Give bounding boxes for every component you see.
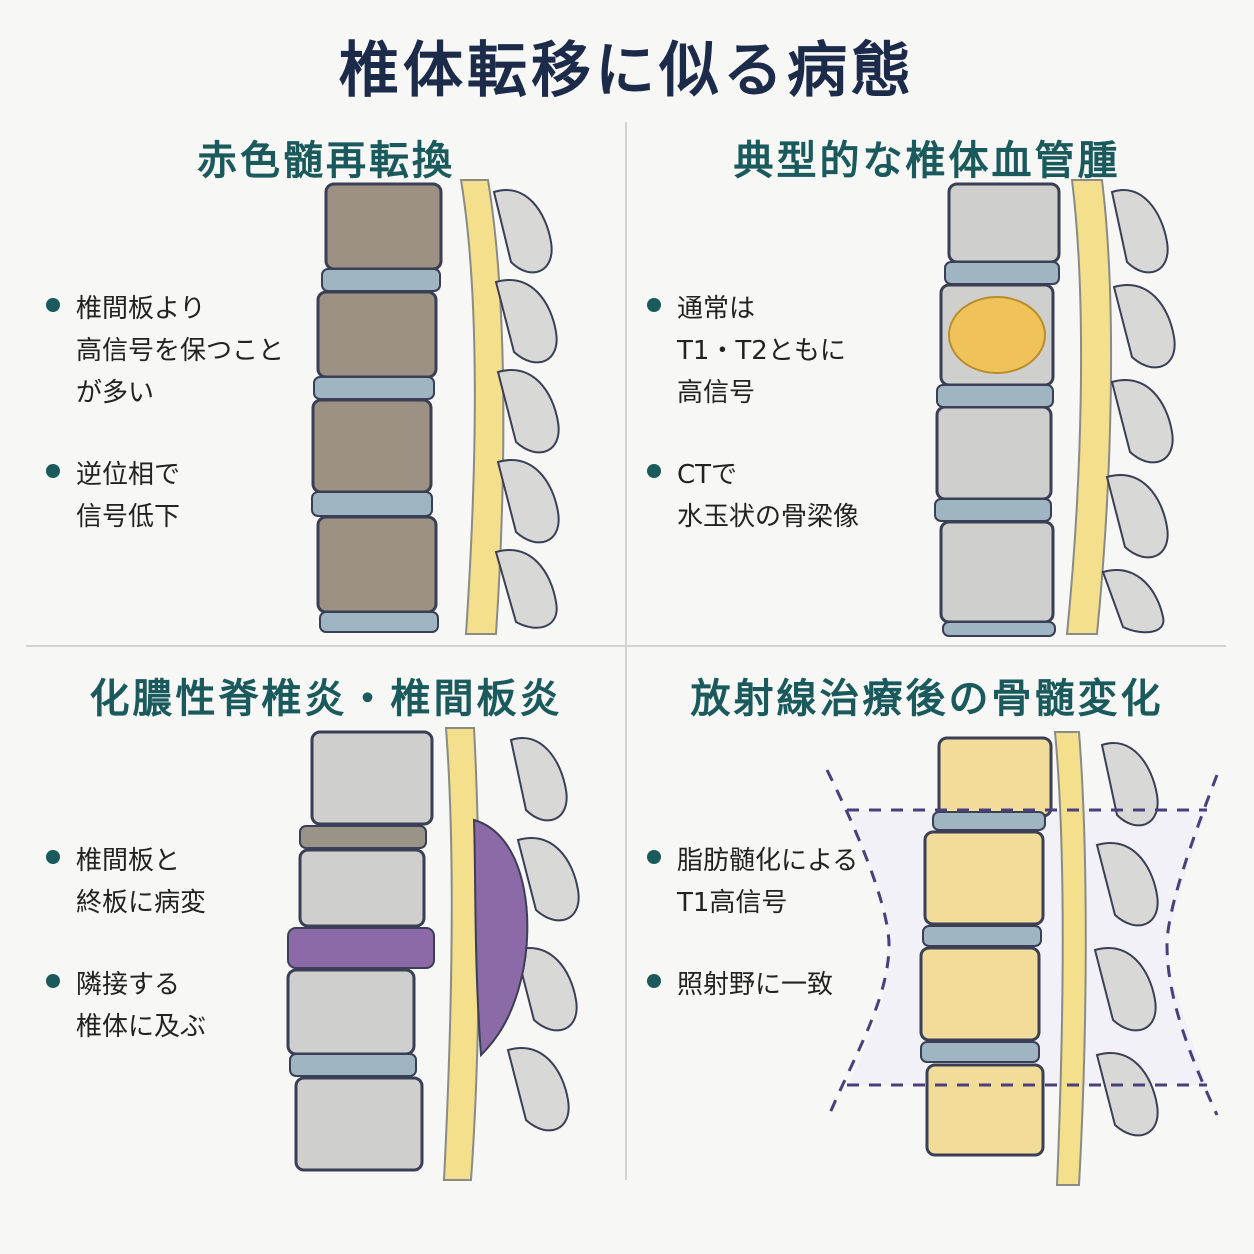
panel-vertebral-hemangioma: 典型的な椎体血管腫 通常は T1・T2ともに 高信号 CTで 水玉状の骨梁像 [627, 122, 1227, 642]
panel-post-radiation-marrow: 放射線治療後の骨髄変化 脂肪髄化による T1高信号 照射野に一致 [627, 660, 1227, 1186]
bullet-icon [647, 298, 661, 312]
spinal-canal [459, 179, 505, 635]
panel-title: 赤色髄再転換 [197, 138, 455, 184]
note-item: 椎間板より 高信号を保つこと が多い [46, 288, 336, 414]
spinous-processes [1093, 742, 1159, 1137]
spine-illustration [311, 179, 560, 635]
spinal-canal [442, 727, 480, 1181]
bullet-icon [46, 974, 60, 988]
spinous-processes [1101, 189, 1176, 634]
panel-red-marrow-reconversion: 赤色髄再転換 椎間板より 高信号を保つこと が多い 逆位相で 信号低下 [26, 122, 626, 642]
note-item: 逆位相で 信号低下 [46, 454, 336, 538]
panel-spondylodiscitis: 化膿性脊椎炎・椎間板炎 椎間板と 終板に病変 隣接する 椎体に及ぶ [26, 660, 626, 1181]
intervertebral-discs [934, 261, 1060, 637]
note-item: 椎間板と 終板に病変 [46, 840, 336, 924]
vertebral-bodies-fatty [919, 736, 1053, 1157]
bullet-icon [46, 464, 60, 478]
bullet-icon [46, 850, 60, 864]
epidural-abscess [472, 818, 529, 1058]
horizontal-divider [26, 645, 1226, 647]
note-text: 逆位相で 信号低下 [76, 460, 181, 532]
note-item: 隣接する 椎体に及ぶ [46, 964, 336, 1048]
note-list: 椎間板と 終板に病変 隣接する 椎体に及ぶ [46, 840, 336, 1088]
panel-title: 化膿性脊椎炎・椎間板炎 [89, 676, 563, 722]
note-text: 隣接する 椎体に及ぶ [76, 970, 207, 1042]
bullet-icon [46, 298, 60, 312]
bullet-icon [647, 850, 661, 864]
spinal-canal [1053, 731, 1087, 1186]
spine-illustration [825, 731, 1219, 1186]
spinous-processes [492, 189, 560, 629]
spine-illustration [934, 179, 1176, 637]
spine-illustration [286, 727, 580, 1181]
spinal-canal [1065, 179, 1113, 635]
spinous-processes [506, 737, 580, 1132]
note-text: 椎間板より 高信号を保つこと が多い [76, 294, 285, 408]
note-text: 通常は T1・T2ともに 高信号 [677, 294, 846, 408]
note-text: CTで 水玉状の骨梁像 [677, 460, 860, 532]
vertical-divider [625, 122, 627, 1180]
infected-disc [287, 927, 435, 969]
bullet-icon [647, 974, 661, 988]
intervertebral-discs [311, 268, 441, 633]
note-item: CTで 水玉状の骨梁像 [647, 454, 937, 538]
radiation-field-outline [825, 769, 1219, 1121]
hemangioma-lesion [948, 296, 1046, 374]
main-title: 椎体転移に似る病態 [339, 36, 915, 106]
panel-title: 放射線治療後の骨髄変化 [690, 676, 1164, 722]
note-item: 照射野に一致 [647, 964, 937, 1006]
note-list: 通常は T1・T2ともに 高信号 CTで 水玉状の骨梁像 [647, 288, 937, 578]
note-list: 椎間板より 高信号を保つこと が多い 逆位相で 信号低下 [46, 288, 336, 578]
vertebral-bodies-normal [286, 730, 434, 1172]
note-text: 椎間板と 終板に病変 [76, 846, 207, 918]
note-text: 脂肪髄化による T1高信号 [677, 846, 859, 918]
note-list: 脂肪髄化による T1高信号 照射野に一致 [647, 840, 937, 1046]
note-item: 通常は T1・T2ともに 高信号 [647, 288, 937, 414]
intervertebral-discs [287, 825, 435, 1077]
note-item: 脂肪髄化による T1高信号 [647, 840, 937, 924]
note-text: 照射野に一致 [677, 970, 834, 1000]
intervertebral-discs [920, 811, 1046, 1063]
panel-title: 典型的な椎体血管腫 [733, 138, 1121, 184]
bullet-icon [647, 464, 661, 478]
